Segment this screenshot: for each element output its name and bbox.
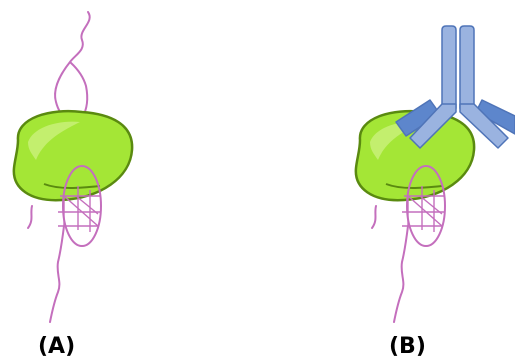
panel-label-a: (A) (38, 334, 75, 359)
chain-tail-a (50, 226, 64, 322)
antibody-heavy-stem-right (460, 26, 474, 108)
chain-top-loop-a (55, 12, 90, 123)
panel-b: (B) (356, 26, 515, 359)
chain-left-end-b (372, 206, 376, 228)
panel-a: (A) (14, 12, 132, 359)
chain-left-end-a (28, 206, 32, 228)
antibody-heavy-stem-left (442, 26, 456, 108)
chain-tail-b (394, 226, 408, 322)
panel-label-b: (B) (389, 334, 426, 359)
